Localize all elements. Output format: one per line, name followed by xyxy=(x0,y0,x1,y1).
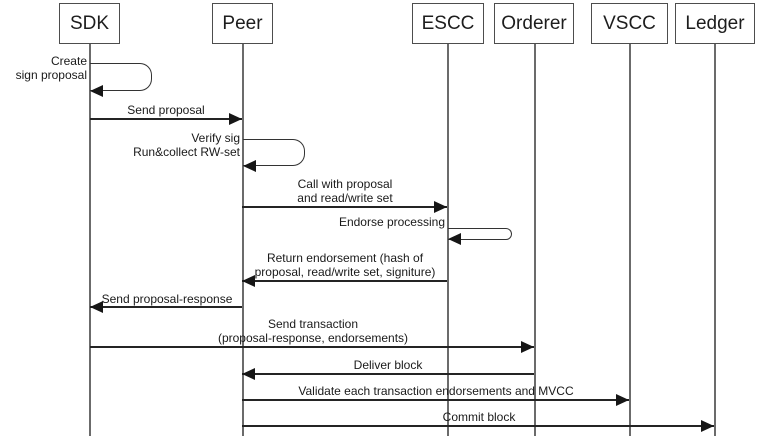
message-line-call-with-proposal xyxy=(242,206,447,208)
arrowhead-deliver-block xyxy=(242,368,255,380)
message-label-verify-sig: Verify sig Run&collect RW-set xyxy=(133,131,240,159)
self-loop-verify-sig xyxy=(243,139,305,166)
lifeline-sdk xyxy=(89,44,91,436)
actor-sdk: SDK xyxy=(59,3,120,44)
arrowhead-commit-block xyxy=(701,420,714,432)
message-label-send-proposal-response: Send proposal-response xyxy=(101,292,233,306)
lifeline-orderer xyxy=(534,44,536,436)
message-label-deliver-block: Deliver block xyxy=(353,358,423,372)
arrowhead-return-endorsement xyxy=(242,275,255,287)
lifeline-ledger xyxy=(714,44,716,436)
arrowhead-send-transaction xyxy=(521,341,534,353)
message-label-create-sign-proposal: Create sign proposal xyxy=(15,54,87,82)
actor-label-ledger: Ledger xyxy=(685,12,745,34)
lifeline-vscc xyxy=(629,44,631,436)
arrowhead-validate-transactions xyxy=(616,394,629,406)
message-label-call-with-proposal: Call with proposal and read/write set xyxy=(297,177,393,205)
message-line-deliver-block xyxy=(242,373,534,375)
arrowhead-verify-sig xyxy=(243,160,256,172)
message-line-commit-block xyxy=(242,425,714,427)
message-line-send-proposal xyxy=(90,118,242,120)
arrowhead-send-proposal-response xyxy=(90,301,103,313)
message-label-send-proposal: Send proposal xyxy=(127,103,205,117)
lifeline-peer xyxy=(242,44,244,436)
lifeline-escc xyxy=(447,44,449,436)
actor-label-vscc: VSCC xyxy=(603,12,656,34)
arrowhead-send-proposal xyxy=(229,113,242,125)
message-label-endorse-processing: Endorse processing xyxy=(338,215,445,229)
message-line-validate-transactions xyxy=(242,399,629,401)
message-label-validate-transactions: Validate each transaction endorsements a… xyxy=(298,384,574,398)
message-line-send-proposal-response xyxy=(90,306,242,308)
actor-label-peer: Peer xyxy=(222,12,263,34)
message-label-return-endorsement: Return endorsement (hash of proposal, re… xyxy=(254,251,436,279)
message-label-commit-block: Commit block xyxy=(442,410,516,424)
actor-ledger: Ledger xyxy=(675,3,755,44)
actor-label-escc: ESCC xyxy=(421,12,475,34)
actor-label-sdk: SDK xyxy=(69,12,110,34)
message-label-send-transaction: Send transaction (proposal-response, end… xyxy=(217,317,409,345)
self-loop-endorse-processing xyxy=(448,228,512,240)
arrowhead-create-sign-proposal xyxy=(90,85,103,97)
actor-vscc: VSCC xyxy=(591,3,668,44)
arrowhead-call-with-proposal xyxy=(434,201,447,213)
self-loop-create-sign-proposal xyxy=(90,63,152,91)
actor-peer: Peer xyxy=(212,3,273,44)
message-line-return-endorsement xyxy=(242,280,447,282)
actor-orderer: Orderer xyxy=(494,3,574,44)
message-line-send-transaction xyxy=(90,346,534,348)
arrowhead-endorse-processing xyxy=(448,233,461,245)
actor-label-orderer: Orderer xyxy=(501,12,567,34)
actor-escc: ESCC xyxy=(412,3,484,44)
